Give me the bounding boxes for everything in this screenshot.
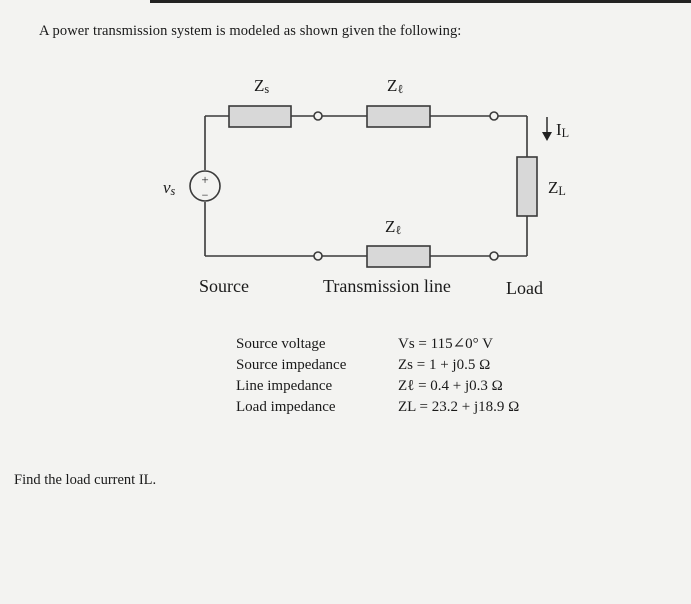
parameter-name: Load impedance xyxy=(236,399,336,415)
voltage-source xyxy=(189,170,221,202)
terminal-top-left xyxy=(313,111,323,121)
parameter-row: Line impedance Zℓ = 0.4 + j0.3 Ω xyxy=(236,376,519,397)
load-impedance-box xyxy=(516,156,538,217)
parameter-table: Source voltage Vs = 115∠0° V Source impe… xyxy=(236,334,519,418)
parameter-row: Source impedance Zs = 1 + j0.5 Ω xyxy=(236,355,519,376)
parameter-value: ZL = 23.2 + j18.9 Ω xyxy=(398,399,520,415)
line-impedance-bottom-label: Zℓ xyxy=(385,217,402,237)
parameter-row: Load impedance ZL = 23.2 + j18.9 Ω xyxy=(236,397,519,418)
source-impedance-box xyxy=(228,105,292,128)
top-rule xyxy=(150,0,691,3)
section-load-label: Load xyxy=(506,278,543,298)
terminal-bottom-right xyxy=(489,251,499,261)
problem-intro: A power transmission system is modeled a… xyxy=(39,23,462,39)
parameter-name: Line impedance xyxy=(236,378,333,394)
parameter-row: Source voltage Vs = 115∠0° V xyxy=(236,334,519,355)
line-impedance-bottom-box xyxy=(366,245,431,268)
parameter-value: Zℓ = 0.4 + j0.3 Ω xyxy=(398,378,503,394)
problem-question: Find the load current IL. xyxy=(14,472,157,488)
line-impedance-top-box xyxy=(366,105,431,128)
line-impedance-top-label: Zℓ xyxy=(387,76,404,96)
terminal-bottom-left xyxy=(313,251,323,261)
source-voltage-label: vs xyxy=(163,178,176,198)
source-minus-sign: − xyxy=(202,188,209,202)
terminal-top-right xyxy=(489,111,499,121)
section-line-label: Transmission line xyxy=(323,276,451,296)
parameter-name: Source voltage xyxy=(236,336,326,352)
load-label: ZL xyxy=(548,178,566,198)
zs-label: Zs xyxy=(254,76,270,96)
parameter-value: Vs = 115∠0° V xyxy=(398,336,493,352)
section-source-label: Source xyxy=(199,276,249,296)
current-label: IL xyxy=(556,120,570,140)
source-plus-sign: + xyxy=(201,172,208,187)
current-arrow-head xyxy=(542,132,552,141)
parameter-value: Zs = 1 + j0.5 Ω xyxy=(398,357,491,373)
parameter-name: Source impedance xyxy=(236,357,347,373)
